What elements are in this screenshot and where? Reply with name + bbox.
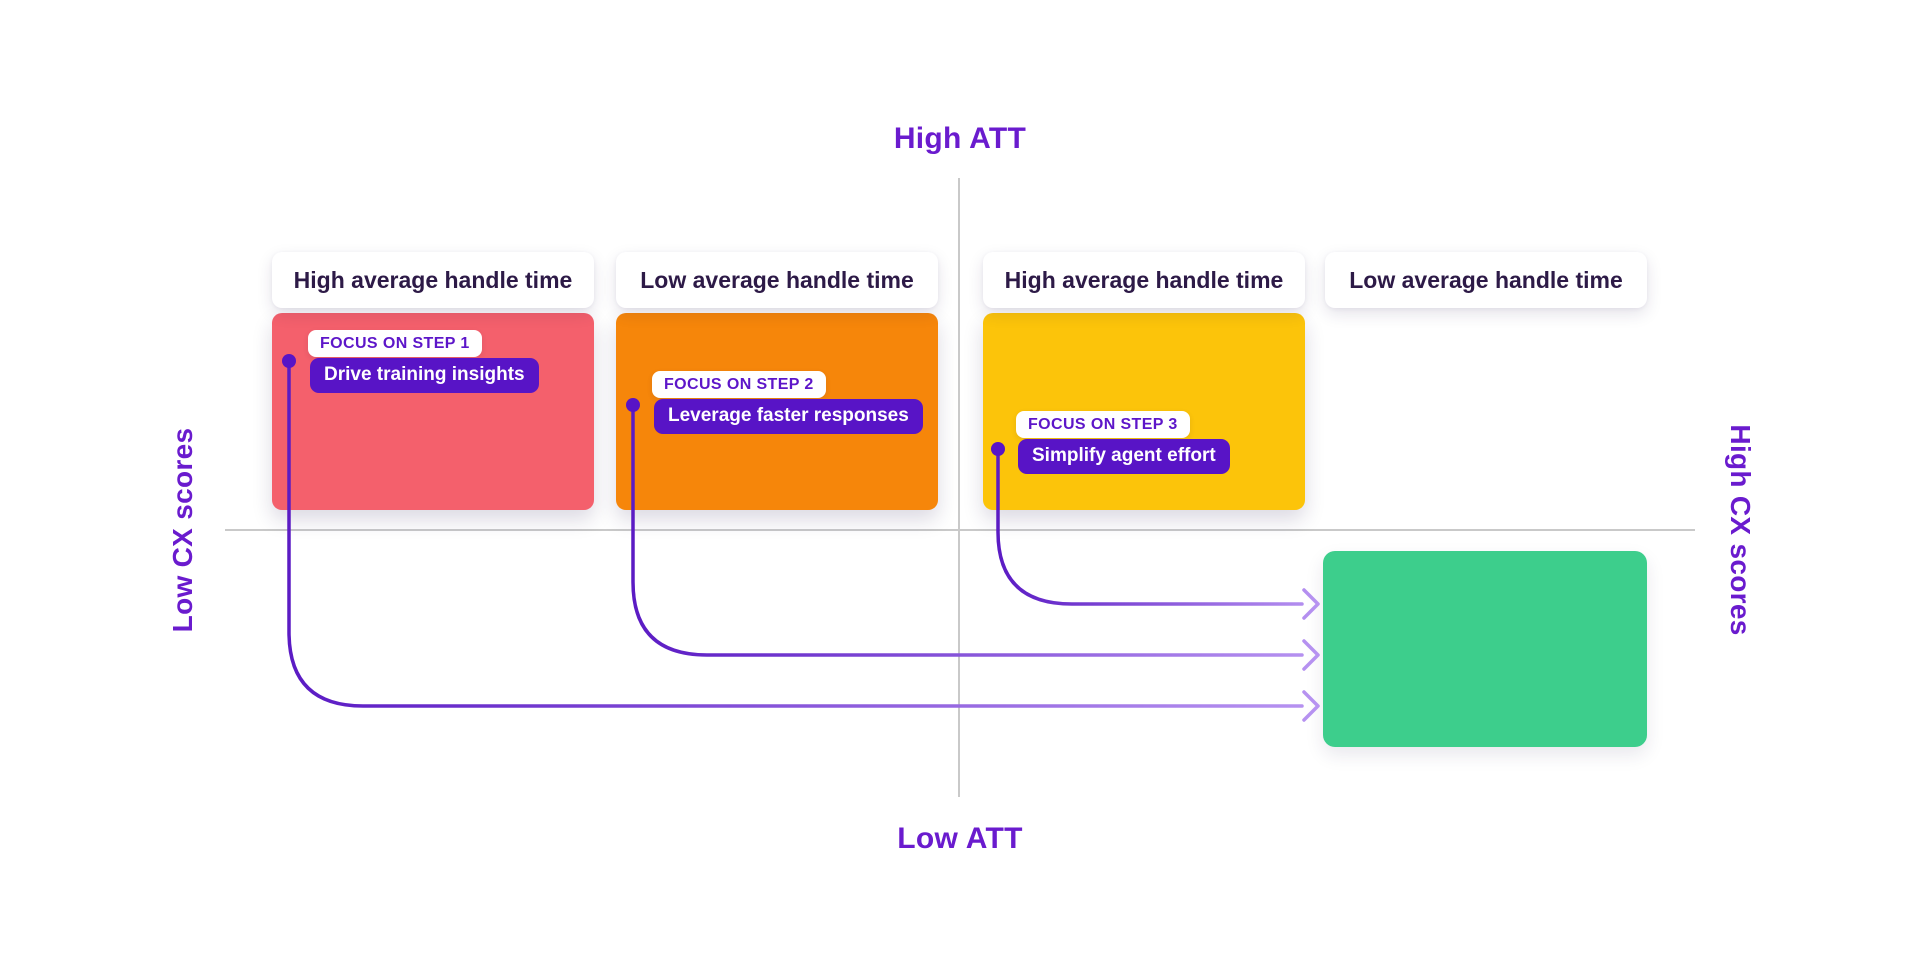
- axis-label-high-cx-scores: High CX scores: [1725, 424, 1756, 636]
- quadrant-2-action-row: Leverage faster responses: [654, 399, 923, 434]
- horizontal-axis-line: [225, 529, 1695, 531]
- quadrant-1-header-text: High average handle time: [293, 266, 573, 293]
- quadrant-3-header-card: High average handle time: [983, 252, 1305, 308]
- quadrant-2-box: FOCUS ON STEP 2 Leverage faster response…: [616, 313, 938, 510]
- focus-step-1-tag: FOCUS ON STEP 1: [308, 330, 482, 357]
- quadrant-2-tag-row: FOCUS ON STEP 2: [652, 371, 923, 398]
- quadrant-4-header-card: Low average handle time: [1325, 252, 1647, 308]
- step-1-action-label: Drive training insights: [310, 358, 539, 393]
- quadrant-3-badges: FOCUS ON STEP 3 Simplify agent effort: [1016, 411, 1230, 474]
- axis-label-low-cx-scores: Low CX scores: [167, 427, 198, 633]
- target-outcome-box: [1323, 551, 1647, 747]
- focus-step-2-tag: FOCUS ON STEP 2: [652, 371, 826, 398]
- focus-step-3-tag: FOCUS ON STEP 3: [1016, 411, 1190, 438]
- quadrant-3-box: FOCUS ON STEP 3 Simplify agent effort: [983, 313, 1305, 510]
- axis-label-high-att: High ATT: [893, 122, 1027, 155]
- quadrant-1-badges: FOCUS ON STEP 1 Drive training insights: [308, 330, 539, 393]
- quadrant-column-2: Low average handle time FOCUS ON STEP 2 …: [616, 252, 938, 510]
- quadrant-2-badges: FOCUS ON STEP 2 Leverage faster response…: [652, 371, 923, 434]
- quadrant-column-1: High average handle time FOCUS ON STEP 1…: [272, 252, 594, 510]
- quadrant-3-header-text: High average handle time: [1004, 266, 1284, 293]
- arrow-step1-head: [1302, 690, 1320, 722]
- step-2-action-label: Leverage faster responses: [654, 399, 923, 434]
- vertical-axis-line: [958, 178, 960, 797]
- quadrant-3-tag-row: FOCUS ON STEP 3: [1016, 411, 1230, 438]
- quadrant-2-header-card: Low average handle time: [616, 252, 938, 308]
- quadrant-1-header-card: High average handle time: [272, 252, 594, 308]
- step-3-action-label: Simplify agent effort: [1018, 439, 1230, 474]
- arrow-step3-head: [1302, 588, 1320, 620]
- quadrant-column-4: Low average handle time: [1325, 252, 1647, 308]
- arrow-step2-head: [1302, 639, 1320, 671]
- quadrant-3-action-row: Simplify agent effort: [1018, 439, 1230, 474]
- quadrant-column-3: High average handle time FOCUS ON STEP 3…: [983, 252, 1305, 510]
- quadrant-4-header-text: Low average handle time: [1349, 266, 1623, 293]
- quadrant-1-tag-row: FOCUS ON STEP 1: [308, 330, 539, 357]
- quadrant-2-header-text: Low average handle time: [640, 266, 914, 293]
- axis-label-low-att: Low ATT: [897, 822, 1023, 855]
- quadrant-1-action-row: Drive training insights: [310, 358, 539, 393]
- quadrant-1-box: FOCUS ON STEP 1 Drive training insights: [272, 313, 594, 510]
